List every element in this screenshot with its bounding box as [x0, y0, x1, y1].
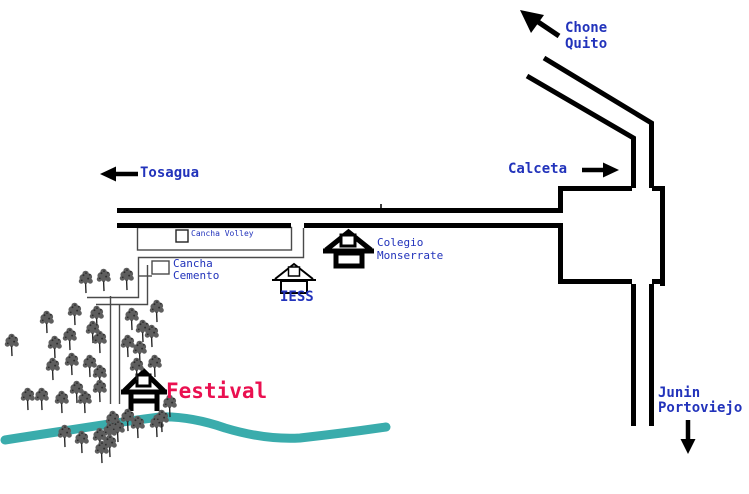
label-cancha-volley: Cancha Volley	[191, 229, 254, 238]
label-chone: Chone	[565, 20, 608, 36]
tree-icon	[34, 386, 50, 411]
left-arrow-icon	[100, 166, 138, 182]
festival-house-icon	[121, 368, 167, 411]
tree-icon	[119, 266, 135, 291]
iess-house-icon	[272, 262, 316, 294]
tree-icon	[92, 329, 108, 354]
direction-arrows	[100, 10, 696, 454]
label-colegio-2: Monserrate	[377, 249, 444, 262]
tree-icon	[96, 267, 112, 292]
down-arrow-icon	[680, 420, 696, 454]
label-iess: IESS	[280, 289, 314, 305]
landmark-houses	[121, 228, 374, 411]
tree-icon	[74, 429, 90, 454]
colegio-house-icon	[323, 228, 374, 269]
label-cancha-cemento-1: Cancha	[173, 257, 213, 270]
tree-icon	[20, 386, 36, 411]
label-colegio-1: Colegio	[377, 236, 424, 249]
label-tosagua: Tosagua	[140, 165, 200, 181]
side-lanes	[87, 226, 305, 404]
lane-outer-line	[87, 228, 305, 299]
roads	[117, 55, 665, 426]
tree-icon	[47, 334, 63, 359]
tree-icon	[149, 298, 165, 323]
label-cancha-cemento-2: Cemento	[173, 269, 220, 282]
tree-icon	[4, 332, 20, 357]
cancha-volley-marker-square	[175, 229, 189, 243]
label-quito: Quito	[565, 36, 608, 52]
tree-icon	[92, 378, 108, 403]
tree-icon	[45, 356, 61, 381]
tree-icon	[78, 269, 94, 294]
road-north-outer-line	[542, 55, 654, 188]
right-arrow-icon	[582, 162, 619, 178]
label-festival: Festival	[166, 379, 268, 403]
label-portoviejo: Portoviejo	[658, 400, 743, 416]
lane-inner-line	[96, 265, 149, 306]
label-junin: Junin	[658, 385, 701, 401]
tree-icon	[120, 333, 136, 358]
cancha-cemento-court-outline	[151, 260, 170, 275]
tree-icon	[62, 326, 78, 351]
up-left-arrow-icon	[520, 10, 561, 39]
tree-icon	[67, 301, 83, 326]
label-calceta: Calceta	[508, 161, 568, 177]
tree-icon	[54, 389, 70, 414]
tree-icon	[64, 351, 80, 376]
road-north-inner-line	[525, 73, 636, 188]
tree-icon	[39, 309, 55, 334]
tree-icon	[77, 389, 93, 414]
tree-icon	[94, 439, 110, 464]
